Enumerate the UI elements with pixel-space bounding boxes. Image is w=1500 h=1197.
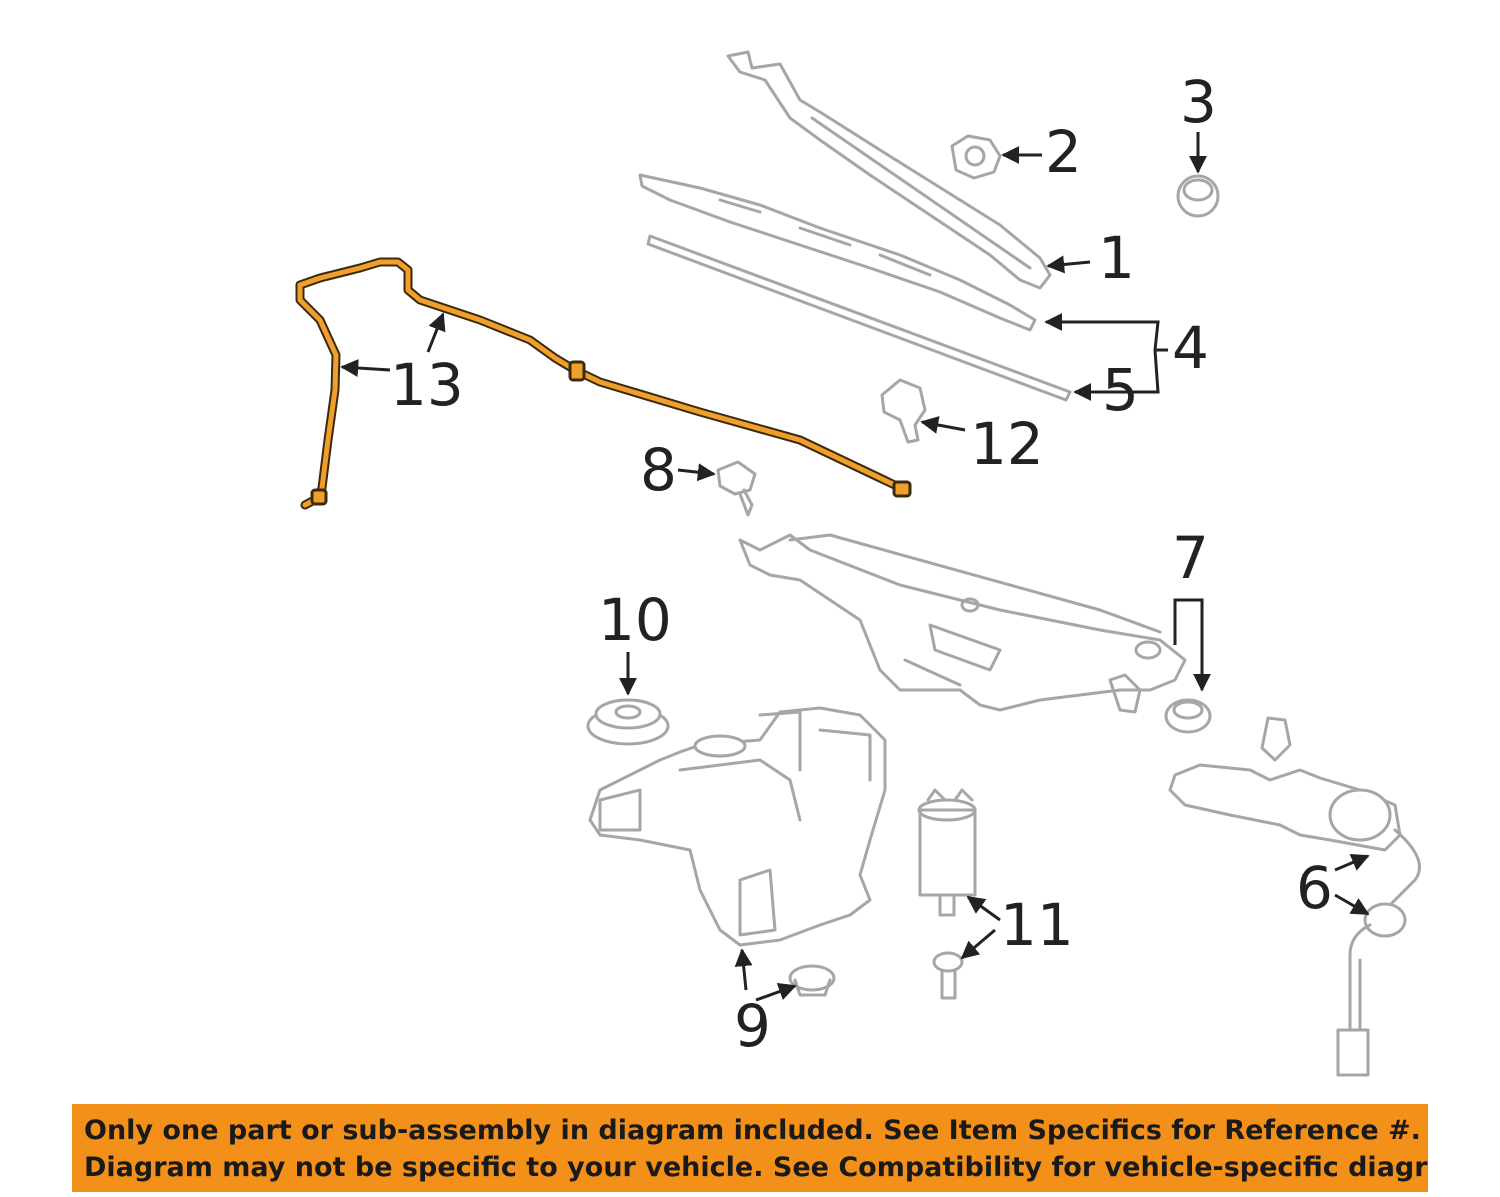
callout-1: 1	[1098, 224, 1135, 292]
callout-2: 2	[1045, 118, 1082, 186]
wiper-motor	[1168, 716, 1421, 907]
leader-lines	[340, 132, 1370, 1002]
callout-5: 5	[1102, 356, 1139, 424]
reservoir-seal	[586, 698, 670, 746]
disclaimer-line-1: Only one part or sub-assembly in diagram…	[84, 1115, 1421, 1146]
wiper-linkage	[738, 533, 1187, 714]
reservoir-grommet	[788, 964, 836, 997]
blade-insert	[646, 234, 1072, 402]
callout-10: 10	[598, 586, 672, 654]
washer-hose-highlight	[295, 257, 912, 510]
disclaimer-line-2: Diagram may not be specific to your vehi…	[84, 1152, 1428, 1183]
callout-13: 13	[390, 351, 464, 419]
callout-9: 9	[734, 992, 771, 1060]
motor-grommet	[1336, 902, 1407, 1077]
callout-12: 12	[970, 410, 1044, 478]
washer-nozzle	[880, 378, 927, 444]
arm-nut	[950, 134, 1002, 180]
callout-6: 6	[1296, 854, 1333, 922]
disclaimer-banner: Only one part or sub-assembly in diagram…	[72, 1104, 1428, 1192]
callout-4: 4	[1172, 314, 1209, 382]
wiper-arm	[726, 50, 1052, 290]
washer-pump	[917, 788, 977, 917]
callout-7: 7	[1172, 524, 1209, 592]
callout-11: 11	[1000, 891, 1074, 959]
wiper-blade	[638, 173, 1037, 332]
linkage-grommet	[1164, 698, 1212, 734]
washer-reservoir	[588, 706, 887, 947]
pump-grommet	[932, 951, 964, 1000]
callout-3: 3	[1180, 68, 1217, 136]
mounting-bolt	[716, 460, 757, 517]
callout-8: 8	[640, 436, 677, 504]
parts-diagram: 1 2 3 4 5 6 7 8 9 10 11 12 13	[295, 50, 1421, 1077]
pivot-cap	[1176, 174, 1220, 218]
